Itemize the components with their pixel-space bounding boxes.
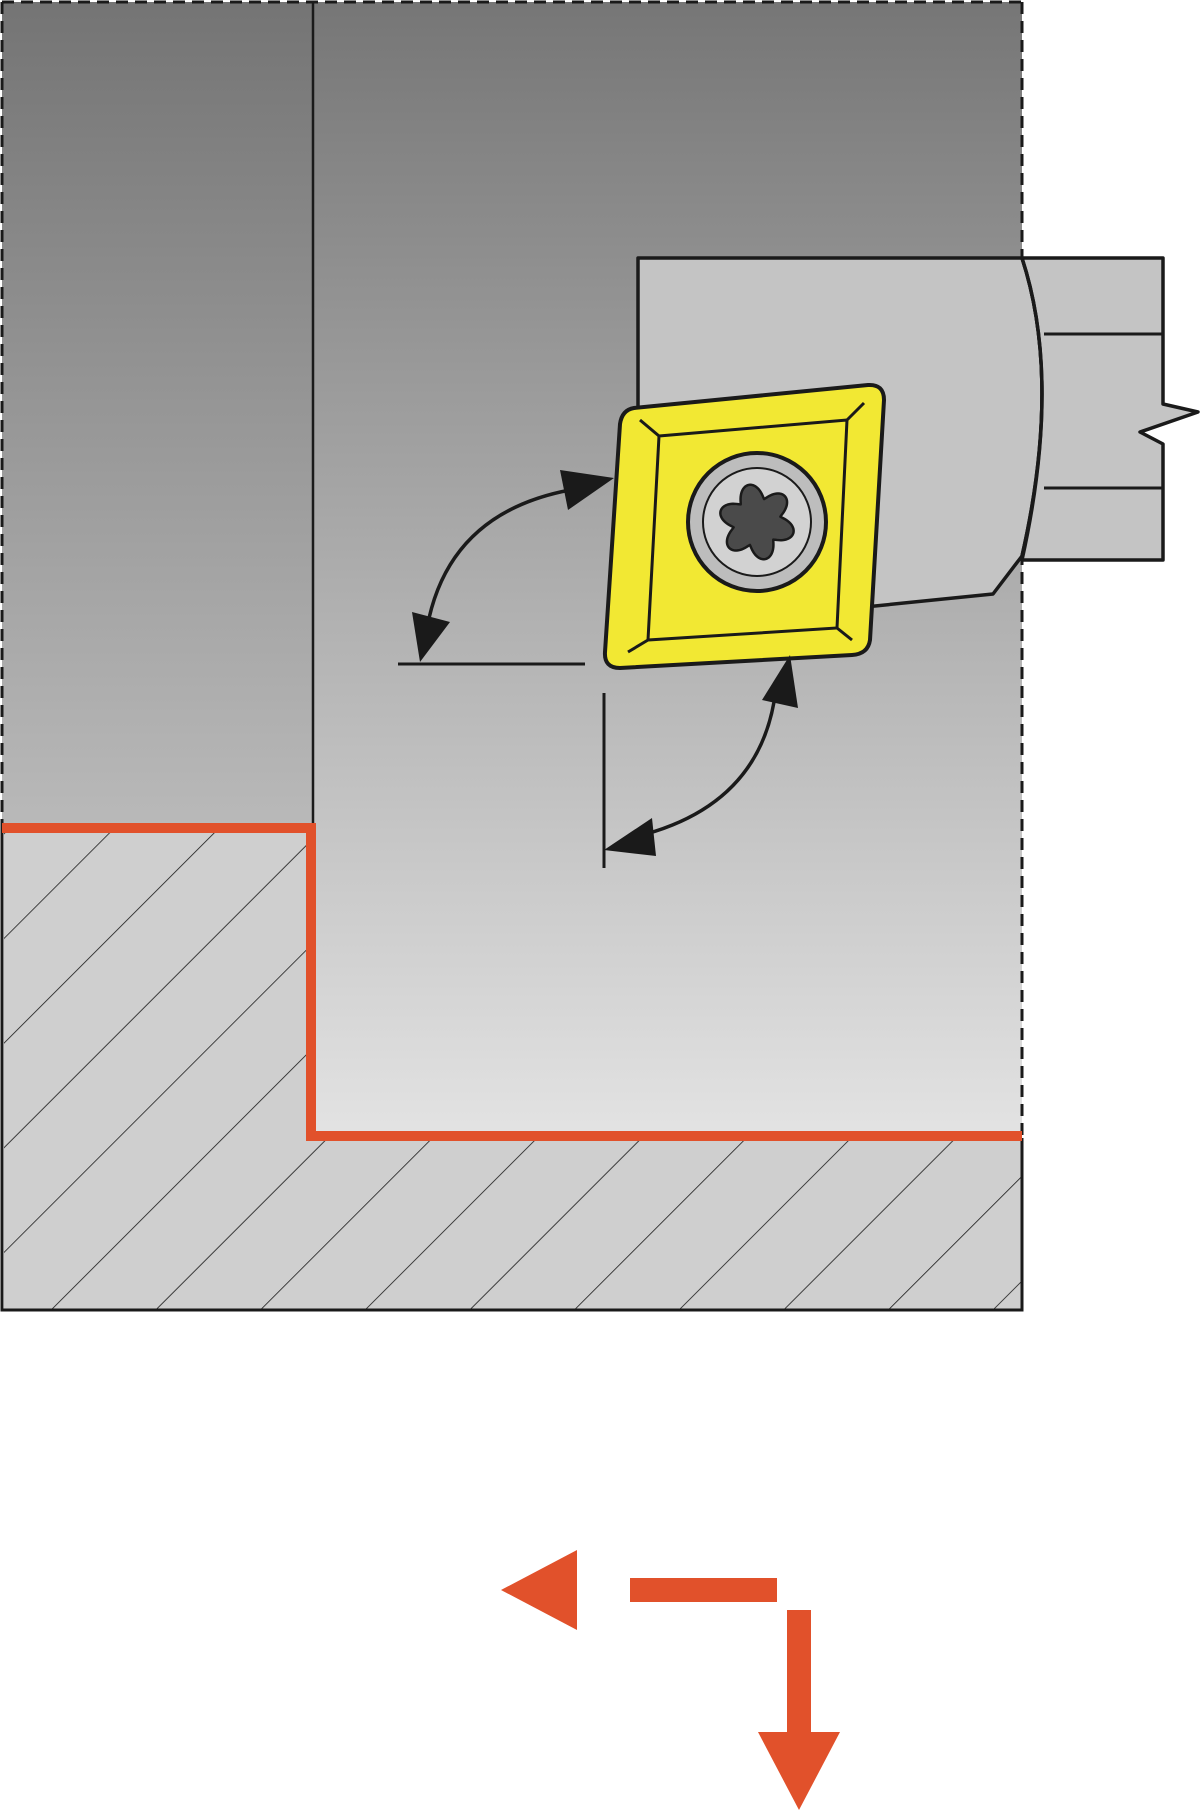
- radial-feed-arrow: [758, 1610, 840, 1810]
- insert-corner-mark-br: [836, 626, 853, 642]
- holder-curve-edge: [1020, 257, 1044, 557]
- clearance-angle-arc: [604, 655, 798, 856]
- holder-shank: [1020, 256, 1200, 562]
- approach-arrowhead-lower: [412, 612, 450, 662]
- approach-angle-arc: [412, 470, 614, 662]
- approach-arrowhead-upper: [560, 470, 614, 510]
- radial-feed-shaft: [787, 1610, 811, 1740]
- insert-corner-mark-tr: [845, 401, 866, 422]
- workpiece-outline: [0, 825, 1024, 1312]
- clearance-arrowhead-upper: [762, 655, 798, 708]
- workpiece-section: [4, 825, 1022, 1310]
- torx-icon: [719, 483, 795, 561]
- torx-clamp-screw: [686, 451, 828, 593]
- radial-feed-arrowhead: [758, 1732, 840, 1810]
- insert-corner-mark-bl: [627, 638, 649, 654]
- chuck-left-section: [2, 2, 313, 825]
- axial-feed-shaft: [630, 1578, 777, 1602]
- hatched-workpiece: [0, 825, 1024, 1312]
- insert-corner-mark-tl: [639, 418, 660, 438]
- axial-feed-arrow: [501, 1550, 777, 1630]
- machined-contour: [2, 823, 1022, 1141]
- clearance-arrowhead-lower: [604, 818, 656, 856]
- clearance-arc-line: [645, 701, 776, 836]
- axial-feed-arrowhead: [501, 1550, 577, 1630]
- approach-arc-line: [425, 488, 571, 629]
